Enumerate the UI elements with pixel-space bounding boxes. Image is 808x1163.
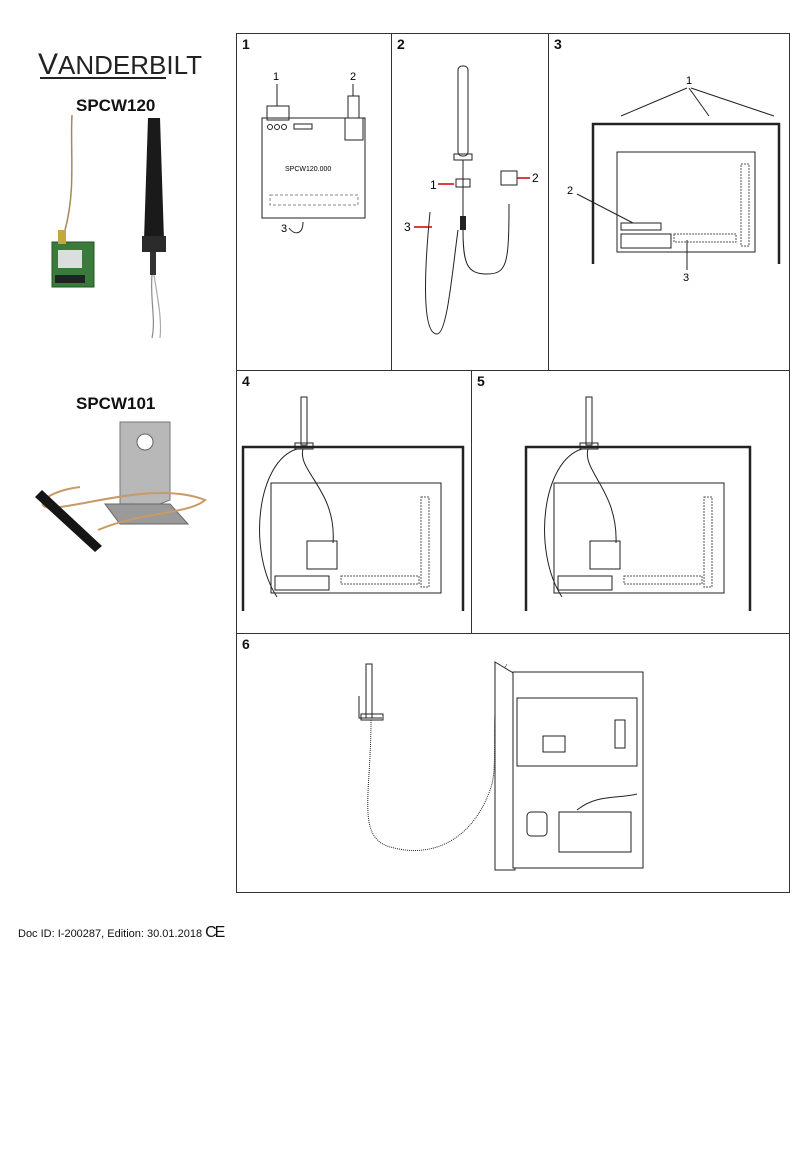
logo-underline bbox=[40, 77, 166, 79]
callout-1: 1 bbox=[686, 75, 692, 87]
panel-number: 1 bbox=[242, 36, 250, 52]
callout-1: 1 bbox=[430, 178, 437, 192]
panel-number: 5 bbox=[477, 373, 485, 389]
figure-4-installation-diagram bbox=[241, 396, 465, 611]
callout-2: 2 bbox=[350, 71, 356, 83]
panel-3: 3 1 2 3 bbox=[548, 33, 790, 371]
callout-2: 2 bbox=[567, 185, 573, 197]
product-title-spcw101: SPCW101 bbox=[76, 394, 156, 413]
panel-number: 6 bbox=[242, 636, 250, 652]
panel-4: 4 bbox=[236, 370, 472, 634]
panel-1: 1 1 2 SPCW120.000 3 bbox=[236, 33, 392, 371]
panel-5: 5 bbox=[471, 370, 790, 634]
panel-number: 2 bbox=[397, 36, 405, 52]
panel-6: 6 bbox=[236, 633, 790, 893]
callout-3: 3 bbox=[281, 223, 287, 235]
callout-1: 1 bbox=[273, 71, 279, 83]
spcw120-product-photo bbox=[51, 114, 166, 339]
board-label: SPCW120.000 bbox=[285, 166, 331, 173]
callout-2: 2 bbox=[532, 171, 539, 185]
panel-2: 2 1 2 3 bbox=[391, 33, 549, 371]
product-title-spcw120: SPCW120 bbox=[76, 96, 156, 115]
spcw101-product-photo bbox=[35, 421, 207, 552]
figure-6-cabinet-diagram bbox=[358, 661, 644, 871]
brand-logo: VANDERBILT bbox=[38, 48, 203, 81]
callout-3: 3 bbox=[683, 272, 689, 284]
callout-3: 3 bbox=[404, 220, 411, 234]
figure-2-antenna-diagram: 1 2 3 bbox=[404, 65, 539, 335]
figure-3-enclosure-diagram: 1 2 3 bbox=[567, 75, 781, 284]
ce-mark: CE bbox=[205, 924, 225, 941]
panel-number: 3 bbox=[554, 36, 562, 52]
figure-5-installation-diagram bbox=[524, 396, 752, 611]
figure-1-module-diagram: 1 2 SPCW120.000 3 bbox=[261, 71, 366, 235]
doc-id-text: Doc ID: I-200287, Edition: 30.01.2018 bbox=[18, 928, 203, 940]
panel-number: 4 bbox=[242, 373, 250, 389]
